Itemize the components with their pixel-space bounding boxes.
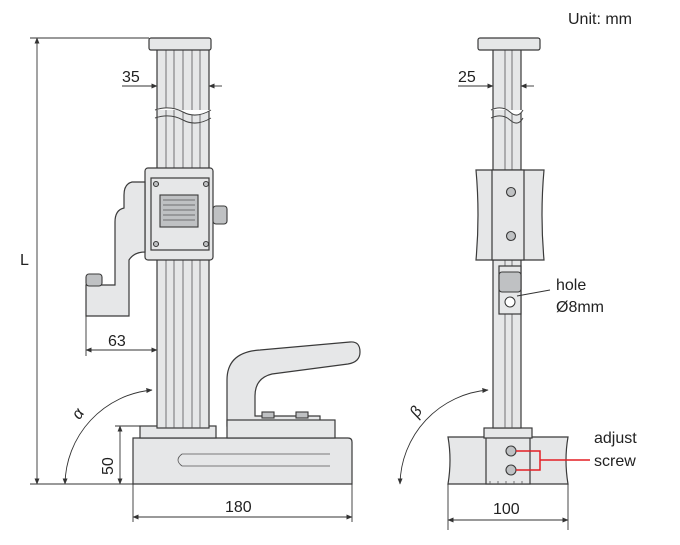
base-groove: [177, 453, 330, 467]
hole-8mm: [504, 296, 516, 308]
beam-break-bottom: [154, 115, 212, 124]
adjust-screw-callout: adjust screw: [516, 430, 637, 471]
unit-label: Unit: mm: [568, 11, 632, 28]
dim-jaw-reach: 63: [108, 333, 126, 350]
dim-base-height: 50: [100, 457, 117, 475]
dim-angle-alpha: α: [69, 405, 89, 423]
base-handle: [226, 341, 361, 427]
handle-foot: [226, 419, 336, 439]
side-top-cap: [477, 37, 541, 51]
dim-L: L: [20, 252, 29, 269]
adjust-screw-bottom: [505, 464, 517, 476]
hole-size-label: Ø8mm: [556, 299, 604, 316]
hole-callout: hole Ø8mm: [516, 277, 604, 316]
dim-beam-width-front: 35: [122, 69, 140, 86]
front-view: [85, 37, 361, 485]
adjust-screw-leader: [516, 450, 590, 471]
dim-angle-beta: β: [406, 403, 426, 421]
scriber-lock-knob: [85, 273, 103, 287]
adjust-screw-top: [505, 445, 517, 457]
dim-base-width: 100: [493, 501, 520, 518]
dim-beam-width-side: 25: [458, 69, 476, 86]
adjust-label: adjust: [594, 430, 637, 447]
side-slider-face: [491, 169, 525, 261]
beam-break-top: [154, 107, 212, 116]
screw-label: screw: [594, 453, 636, 470]
hole-label: hole: [556, 277, 586, 294]
handle-detail: [261, 411, 275, 419]
side-beam-break-bottom: [490, 115, 524, 124]
fine-adjust-knob: [212, 205, 228, 225]
side-beam-break-top: [490, 107, 524, 116]
front-top-cap: [148, 37, 212, 51]
front-base: [132, 437, 353, 485]
side-base-ledge: [483, 427, 533, 439]
scriber-arm: [85, 181, 146, 317]
side-base-block: [485, 436, 531, 485]
side-view: [447, 37, 569, 485]
side-dimensions: 25 100 β: [397, 69, 569, 530]
handle-detail-2: [295, 411, 309, 419]
dim-base-length: 180: [225, 499, 252, 516]
